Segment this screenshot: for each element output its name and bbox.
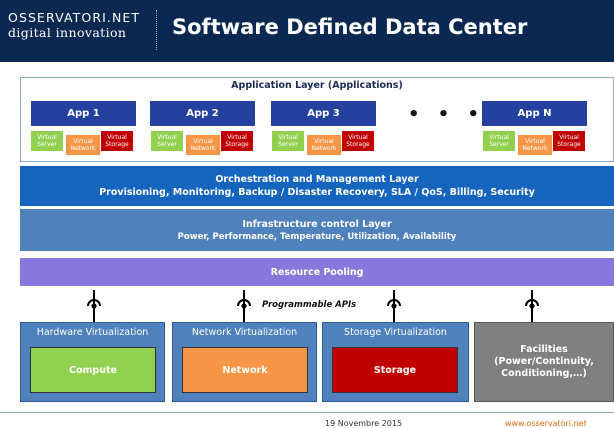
orchestration-layer: Orchestration and Management Layer Provi… xyxy=(20,166,614,206)
app-box-3: App 3 xyxy=(271,101,376,126)
header-bar: OSSERVATORI.NET digital innovation Softw… xyxy=(0,0,614,62)
page-title: Software Defined Data Center xyxy=(172,15,528,39)
storage-box: Storage xyxy=(332,347,458,393)
facilities-label: Facilities (Power/Continuity, Conditioni… xyxy=(494,344,594,379)
orchestration-items: Provisioning, Monitoring, Backup / Disas… xyxy=(99,187,535,198)
storage-virtualization-box: Storage Virtualization Storage xyxy=(322,322,469,402)
virtual-network-2: Virtual Network xyxy=(185,134,221,156)
hardware-virtualization-title: Hardware Virtualization xyxy=(36,327,149,338)
api-connector-icon xyxy=(237,290,251,322)
app-box-1: App 1 xyxy=(31,101,136,126)
virtual-storage-2: Virtual Storage xyxy=(221,131,253,151)
orchestration-title: Orchestration and Management Layer xyxy=(215,174,419,185)
programmable-apis-label: Programmable APIs xyxy=(262,300,357,310)
virtual-network-n: Virtual Network xyxy=(517,134,553,156)
virtual-server-1: Virtual Server xyxy=(31,131,63,151)
more-apps-ellipsis: • • • xyxy=(408,104,486,125)
virtual-server-2: Virtual Server xyxy=(151,131,183,151)
facilities-box: Facilities (Power/Continuity, Conditioni… xyxy=(474,322,614,402)
api-connector-icon xyxy=(525,290,539,322)
api-connector-icon xyxy=(87,290,101,322)
virtual-storage-3: Virtual Storage xyxy=(342,131,374,151)
compute-box: Compute xyxy=(30,347,156,393)
infrastructure-items: Power, Performance, Temperature, Utiliza… xyxy=(177,231,457,242)
footer-divider xyxy=(0,412,614,413)
logo-osservatori: OSSERVATORI.NET xyxy=(8,10,141,25)
resource-pooling-layer: Resource Pooling xyxy=(20,258,614,286)
virtual-server-3: Virtual Server xyxy=(272,131,304,151)
network-box: Network xyxy=(182,347,308,393)
footer-url[interactable]: www.osservatori.net xyxy=(505,419,587,428)
resource-pooling-label: Resource Pooling xyxy=(270,266,364,278)
infrastructure-layer: Infrastructure control Layer Power, Perf… xyxy=(20,209,614,251)
hardware-virtualization-box: Hardware Virtualization Compute xyxy=(20,322,165,402)
application-layer-label: Application Layer (Applications) xyxy=(231,80,403,91)
virtual-storage-1: Virtual Storage xyxy=(101,131,133,151)
footer-date: 19 Novembre 2015 xyxy=(325,419,403,428)
infrastructure-title: Infrastructure control Layer xyxy=(242,218,392,230)
virtual-storage-n: Virtual Storage xyxy=(553,131,585,151)
app-box-2: App 2 xyxy=(150,101,255,126)
logo-tagline: digital innovation xyxy=(8,25,127,40)
app-box-n: App N xyxy=(482,101,587,126)
storage-virtualization-title: Storage Virtualization xyxy=(344,327,447,338)
api-connector-icon xyxy=(387,290,401,322)
virtual-network-3: Virtual Network xyxy=(306,134,342,156)
virtual-server-n: Virtual Server xyxy=(483,131,515,151)
network-virtualization-box: Network Virtualization Network xyxy=(172,322,317,402)
header-divider xyxy=(156,10,157,50)
network-virtualization-title: Network Virtualization xyxy=(191,327,298,338)
virtual-network-1: Virtual Network xyxy=(65,134,101,156)
